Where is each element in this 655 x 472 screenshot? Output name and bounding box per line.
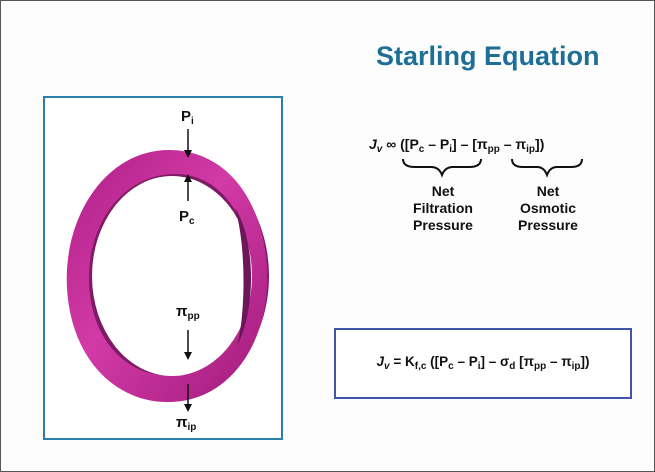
- osmotic-brace: [511, 158, 583, 178]
- label-pi: Pi: [181, 108, 194, 127]
- arrow-lower-head: [184, 352, 192, 360]
- arrow-bottom-head: [184, 404, 192, 412]
- capillary-ring-illustration: [66, 129, 269, 412]
- ring-inner-shading: [235, 208, 252, 346]
- label-pi-ip: πip: [176, 414, 197, 433]
- arrow-top-head: [184, 150, 192, 158]
- label-pi-pp: πpp: [176, 303, 200, 322]
- arrow-upper-head: [184, 174, 192, 182]
- starling-full-equation: Jv = Kf,c ([Pc – Pi] – σd [πpp – πip]): [376, 354, 590, 372]
- starling-proportional-equation: Jv ∞ ([Pc – Pi] – [πpp – πip]): [369, 136, 545, 155]
- ring-opening: [92, 176, 252, 376]
- filtration-brace: [402, 158, 482, 178]
- starling-full-equation-box: Jv = Kf,c ([Pc – Pi] – σd [πpp – πip]): [334, 328, 632, 399]
- capillary-diagram-panel: Pi Pc πpp πip: [43, 96, 283, 440]
- slide-title: Starling Equation: [376, 41, 600, 71]
- label-pc: Pc: [179, 208, 195, 227]
- caption-net-osmotic-pressure: Net Osmotic Pressure: [518, 183, 578, 233]
- caption-net-filtration-pressure: Net Filtration Pressure: [413, 183, 473, 233]
